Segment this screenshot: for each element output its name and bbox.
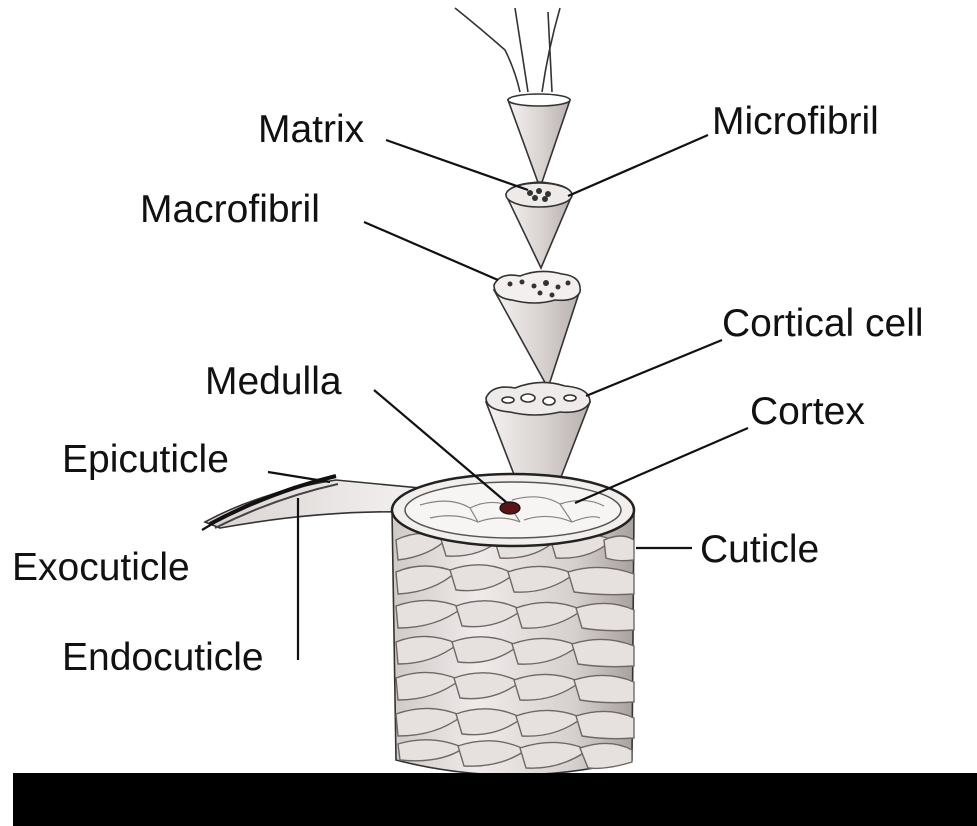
- label-matrix: Matrix: [258, 108, 365, 151]
- macrofibril-section: [494, 271, 580, 388]
- label-epicuticle: Epicuticle: [62, 438, 229, 481]
- label-exocuticle: Exocuticle: [12, 546, 190, 589]
- label-cortex: Cortex: [750, 390, 865, 433]
- label-macrofibril: Macrofibril: [140, 188, 320, 231]
- medulla-core: [500, 502, 520, 514]
- label-medulla: Medulla: [205, 360, 342, 403]
- microfibril-disc: [506, 182, 572, 268]
- fibril-cone-top: [508, 94, 570, 188]
- hair-shaft-cylinder: [392, 474, 634, 775]
- bottom-black-bar: [13, 773, 977, 826]
- label-microfibril: Microfibril: [712, 100, 879, 143]
- fibril-strands: [455, 8, 560, 92]
- cuticle-layers-flap: [205, 476, 420, 528]
- label-cortical-cell: Cortical cell: [722, 302, 924, 345]
- label-cuticle: Cuticle: [700, 528, 819, 571]
- label-endocuticle: Endocuticle: [62, 636, 264, 679]
